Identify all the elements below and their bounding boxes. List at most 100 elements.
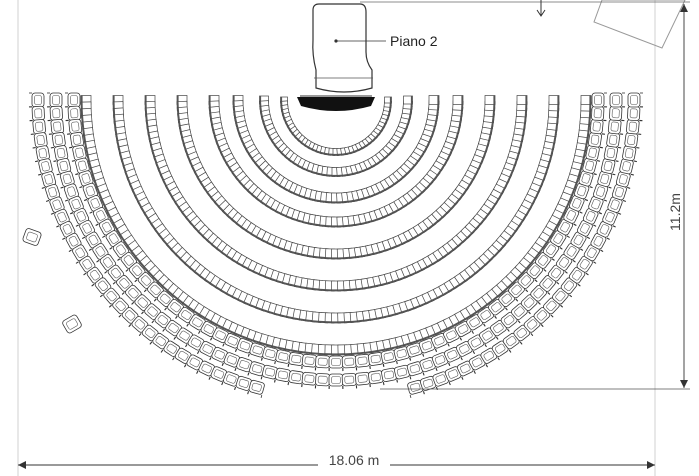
audience-seat <box>47 92 63 108</box>
audience-seat <box>341 373 358 390</box>
audience-seat <box>588 131 606 149</box>
audience-seat <box>570 231 590 251</box>
audience-seat <box>70 208 90 227</box>
audience-seat <box>328 355 344 371</box>
audience-seat <box>65 118 83 135</box>
audience-seat <box>112 275 133 295</box>
chair <box>384 96 392 104</box>
chair <box>484 95 496 105</box>
chair <box>548 95 560 105</box>
audience-seat <box>186 314 206 334</box>
audience-seat <box>141 303 161 324</box>
audience-seat <box>619 158 637 176</box>
audience-seat <box>260 364 278 383</box>
audience-seat <box>341 355 358 372</box>
width-dimension-label: 18.06 m <box>329 452 380 468</box>
audience-seat <box>406 361 425 380</box>
audience-seat <box>560 277 581 298</box>
audience-seat <box>609 92 625 108</box>
stray-seats <box>22 228 82 334</box>
audience-seat <box>65 92 81 108</box>
chair-ring-1 <box>280 96 392 156</box>
audience-seat <box>62 314 82 334</box>
audience-row-2 <box>46 92 626 390</box>
audience-seat <box>50 145 69 162</box>
chair-ring-8 <box>80 95 592 356</box>
audience-seat <box>160 340 181 361</box>
audience-seat <box>626 119 643 135</box>
audience-seat <box>162 319 182 340</box>
audience-seat <box>467 334 487 354</box>
width-dimension <box>18 452 655 469</box>
audience-row-3 <box>28 92 644 398</box>
audience-seat <box>498 290 519 311</box>
depth-dimension-label: 11.2m <box>667 193 683 231</box>
audience-seat <box>118 307 139 328</box>
audience-seat <box>597 170 616 189</box>
piano-label: Piano 2 <box>390 33 438 49</box>
audience-seat <box>64 105 81 122</box>
audience-seat <box>591 92 607 108</box>
audience-seat <box>83 266 104 287</box>
audience-seat <box>591 105 608 122</box>
audience-seat <box>28 105 45 122</box>
audience-seat <box>22 228 42 246</box>
audience-seat <box>184 354 204 374</box>
audience-seat <box>534 252 555 272</box>
audience-seat <box>615 171 634 189</box>
audience-seat <box>79 182 98 202</box>
audience-seat <box>354 371 371 389</box>
audience-seat <box>563 207 583 227</box>
audience-seat <box>583 244 604 264</box>
audience-seat <box>589 118 607 135</box>
audience-seat <box>89 207 109 227</box>
audience-seat <box>530 284 551 305</box>
chair <box>452 95 464 105</box>
top-reference-line <box>360 0 690 17</box>
seating-area <box>28 92 644 398</box>
audience-seat <box>627 105 644 122</box>
audience-seat <box>609 105 626 122</box>
piano-2 <box>297 3 375 111</box>
chair-ring-2 <box>259 95 413 177</box>
audience-row-1 <box>64 92 608 372</box>
chair-ring-4 <box>208 95 464 228</box>
audience-seat <box>234 357 253 376</box>
audience-seat <box>247 342 266 361</box>
chair-ring-7 <box>112 95 560 324</box>
audience-seat <box>314 373 331 390</box>
chair <box>428 95 440 105</box>
audience-seat <box>29 119 46 135</box>
audience-seat <box>419 375 438 395</box>
audience-seat <box>287 352 305 370</box>
audience-seat <box>221 352 241 372</box>
audience-seat <box>477 306 497 327</box>
chair <box>580 95 592 105</box>
chair <box>403 95 413 105</box>
audience-seat <box>260 346 279 365</box>
audience-seat <box>247 379 265 398</box>
audience-seat <box>517 272 538 293</box>
audience-seat <box>582 208 602 227</box>
audience-seat <box>247 361 266 380</box>
top-right-object-outline <box>593 0 686 49</box>
audience-seat <box>314 355 331 372</box>
audience-seat <box>328 373 344 389</box>
audience-seat <box>611 183 631 202</box>
audience-seat <box>557 218 577 238</box>
audience-seat <box>381 367 398 386</box>
audience-seat <box>585 144 603 162</box>
audience-seat <box>117 252 138 272</box>
audience-seat <box>368 370 385 388</box>
audience-seat <box>301 371 318 389</box>
audience-seat <box>627 92 643 108</box>
piano-label-leader <box>334 39 386 43</box>
audience-seat <box>47 118 65 135</box>
audience-seat <box>274 349 292 367</box>
depth-dimension <box>380 4 690 390</box>
audience-seat <box>29 92 45 108</box>
audience-seat <box>539 275 560 295</box>
chair <box>516 95 528 105</box>
audience-seat <box>394 364 412 383</box>
